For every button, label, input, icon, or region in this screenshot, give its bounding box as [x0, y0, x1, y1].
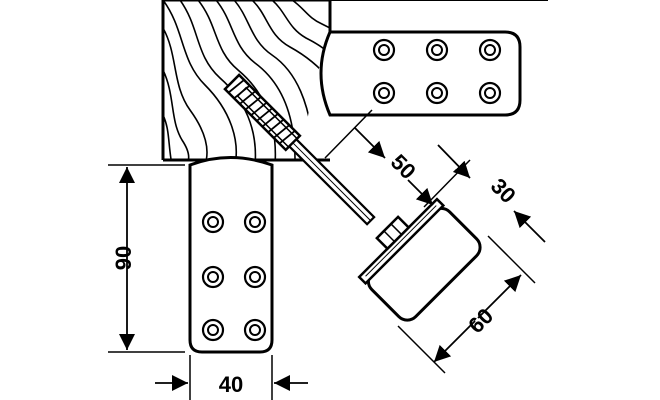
dimension-width-label: 40	[219, 372, 243, 397]
diagonal-bolt	[223, 73, 376, 226]
top-bracket-plate	[319, 30, 522, 117]
foot-block	[357, 197, 482, 322]
dimension-bolt-offset-label: 50	[386, 149, 421, 184]
vertical-bracket-plate	[188, 156, 274, 354]
dimension-height: 90	[108, 164, 185, 353]
dimension-width: 40	[155, 355, 308, 400]
dimension-block-length-label: 60	[463, 303, 498, 338]
top-plate-holes	[372, 38, 502, 105]
dimension-block-thickness-label: 30	[486, 173, 521, 208]
vertical-plate-holes	[201, 210, 267, 342]
dimension-height-label: 90	[111, 246, 136, 270]
